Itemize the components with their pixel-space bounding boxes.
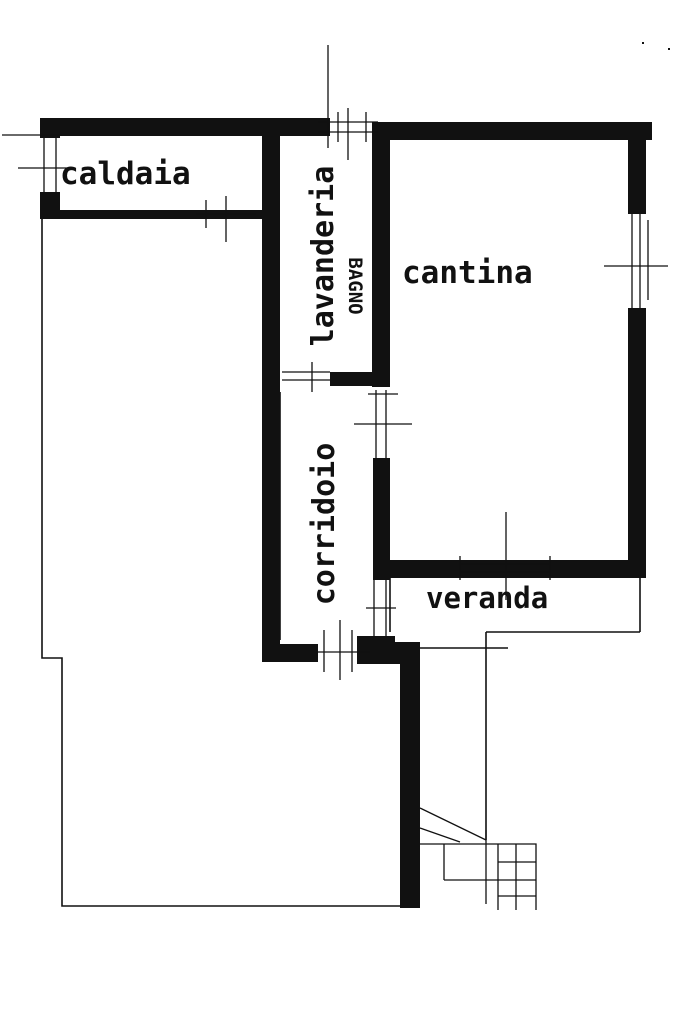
cantina-left-wall (373, 458, 390, 580)
scan-marks (642, 42, 670, 50)
room-label-corridoio: corridoio (307, 443, 342, 606)
lavanderia-bottom-wall (330, 372, 390, 386)
corridor-bottom-wall (262, 644, 318, 662)
lavanderia-right-wall (372, 122, 390, 387)
stair-outline (420, 843, 537, 910)
stair-wall (400, 642, 420, 908)
room-label-veranda: veranda (426, 581, 548, 615)
room-label-caldaia: caldaia (60, 156, 191, 192)
stair-slope-line (419, 807, 487, 841)
room-label-bagno: BAGNO (344, 257, 366, 314)
external-stair (419, 807, 537, 910)
lavanderia-left-wall (262, 118, 280, 662)
scan-dot-1 (642, 42, 644, 44)
cantina-bottom-wall (373, 560, 646, 578)
cantina-right-wall-top (628, 122, 646, 214)
room-label-cantina: cantina (402, 255, 533, 291)
scan-dot-2 (668, 48, 670, 50)
walls (40, 118, 652, 908)
caldaia-left-wall (40, 118, 60, 138)
left-boundary-line (41, 218, 405, 907)
room-label-lavanderia: lavanderia (306, 166, 341, 347)
stair-diagonal (419, 827, 461, 843)
top-wall-left (40, 118, 330, 136)
openings (2, 45, 668, 680)
caldaia-bottom-wall (40, 210, 270, 219)
top-wall-right (372, 122, 652, 140)
cantina-right-wall-bottom (628, 308, 646, 578)
